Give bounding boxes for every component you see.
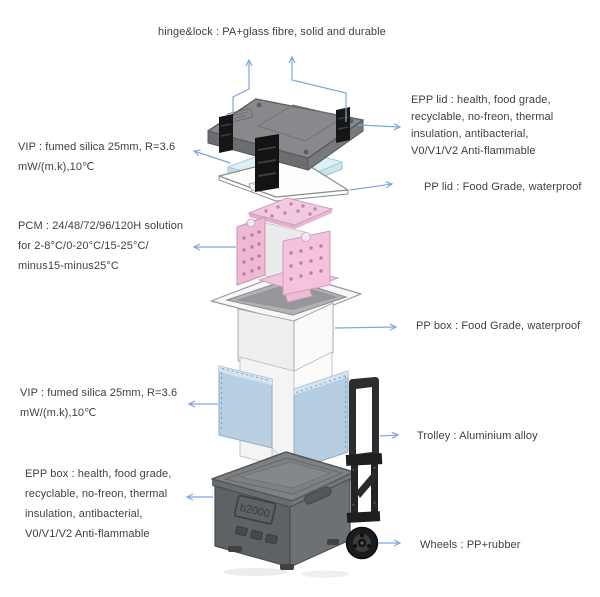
callout-pcm: PCM : 24/48/72/96/120H solution for 2-8°… [18,220,184,272]
arrow-trolley [379,431,400,439]
callout-vip-top: VIP : fumed silica 25mm, R=3.6 mW/(m.k),… [18,141,176,173]
epp-lid-graphic [207,98,364,192]
callout-arrows [185,55,402,547]
pcm-left-plate [236,216,266,286]
callout-vip-bottom: VIP : fumed silica 25mm, R=3.6 mW/(m.k),… [20,387,178,419]
callout-epp-lid: EPP lid : health, food grade, recyclable… [411,94,554,157]
box-handle-recess [303,486,332,505]
wheel-graphic [345,526,379,560]
arrow-pp-box [334,323,398,331]
callout-epp-box: EPP box : health, food grade, recyclable… [25,468,172,540]
callout-wheels: Wheels : PP+rubber [420,539,521,551]
arrow-pp-lid [349,181,394,191]
vip-box-graphic [218,351,349,483]
arrow-hinge-left [232,58,253,114]
callout-pp-lid: PP lid : Food Grade, waterproof [424,181,582,193]
pcm-blocks-graphic [236,197,340,303]
pcm-right-plate [282,230,331,296]
vip-left-panel [218,365,273,449]
vip-right-panel [293,370,349,471]
callout-trolley: Trolley : Aluminium alloy [417,430,538,442]
box-indicator-buttons [235,525,278,545]
callout-pp-box: PP box : Food Grade, waterproof [416,320,581,332]
arrow-vip-top [192,149,231,164]
callout-hinge-lock: hinge&lock : PA+glass fibre, solid and d… [158,26,386,38]
arrow-hinge-right [288,55,347,122]
arrow-epp-lid [357,123,402,131]
hinge-clip-front [255,134,279,192]
epp-box-graphic: b2000 [211,451,355,578]
hinge-clip-left [219,114,233,153]
hinge-clip-right [336,107,350,143]
trolley-graphic [345,377,383,560]
